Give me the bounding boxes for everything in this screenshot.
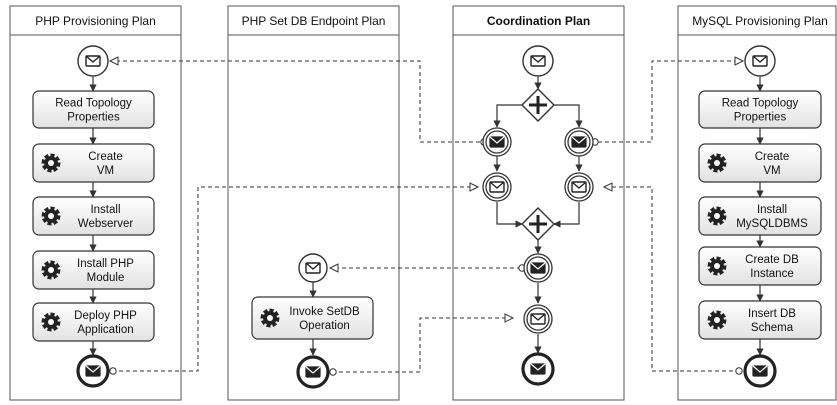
task-label-line2: MySQLDBMS [736, 218, 808, 230]
lane-title-setdb: PHP Set DB Endpoint Plan [242, 14, 386, 28]
php-task-5[interactable]: Deploy PHP Application [32, 302, 155, 342]
gear-icon [707, 206, 727, 226]
coord-send-event-setdb [523, 253, 553, 283]
task-label-line2: Properties [734, 112, 787, 124]
task-label-line2: Module [87, 272, 125, 284]
task-label-line2: Instance [750, 268, 793, 280]
gear-icon [41, 260, 61, 280]
coord-start-event [522, 45, 554, 77]
task-label-line2: VM [763, 165, 780, 177]
gear-icon [260, 308, 280, 328]
php-task-4[interactable]: Install PHP Module [32, 250, 155, 290]
coord-receive-event-left [482, 172, 512, 202]
setdb-start-event [298, 253, 328, 283]
mysql-task-4[interactable]: Create DB Instance [698, 246, 822, 286]
coord-parallel-gateway-join [521, 207, 555, 241]
task-label-line1: Deploy PHP [74, 310, 137, 322]
php-end-event [76, 354, 110, 388]
gear-icon [707, 153, 727, 173]
task-label-line1: Read Topology [55, 98, 132, 110]
lane-title-mysql: MySQL Provisioning Plan [692, 14, 828, 28]
message-flows [118, 60, 738, 373]
task-label-line1: Install [757, 204, 787, 216]
gear-icon [41, 206, 61, 226]
setdb-task-list: Invoke SetDB Operation [251, 296, 374, 340]
task-label-line2: Application [77, 324, 133, 336]
coord-parallel-gateway-split [521, 88, 555, 122]
coord-receive-event-setdb [523, 304, 553, 334]
mysql-end-event [743, 354, 777, 388]
gear-icon [707, 256, 727, 276]
setdb-task-1[interactable]: Invoke SetDB Operation [251, 296, 374, 340]
gear-icon [41, 153, 61, 173]
gear-icon [41, 312, 61, 332]
setdb-end-event [296, 355, 330, 389]
coord-end-event [521, 352, 555, 386]
lane-title-coordination: Coordination Plan [487, 14, 590, 28]
task-label-line2: Webserver [78, 218, 134, 230]
task-label-line2: Schema [751, 322, 794, 334]
coord-send-event-left [482, 127, 512, 157]
task-label-line1: Install [90, 204, 120, 216]
task-label-line2: Operation [299, 320, 350, 332]
lane-title-php: PHP Provisioning Plan [35, 14, 156, 28]
task-label-line2: VM [97, 165, 114, 177]
sequence-flows [89, 77, 764, 356]
coord-send-event-right [564, 127, 594, 157]
task-label-line1: Create [755, 151, 790, 163]
mysql-start-event [744, 45, 776, 77]
php-start-event [77, 45, 109, 77]
task-label-line1: Read Topology [722, 98, 799, 110]
message-flow-ends [108, 56, 745, 376]
task-label-line1: Create DB [745, 254, 799, 266]
task-label-line1: Insert DB [748, 308, 796, 320]
mysql-task-5[interactable]: Insert DB Schema [698, 300, 822, 340]
gear-icon [707, 310, 727, 330]
coord-receive-event-right [564, 172, 594, 202]
task-label-line1: Create [88, 151, 123, 163]
task-label-line1: Install PHP [77, 258, 134, 270]
task-label-line2: Properties [67, 112, 120, 124]
task-label-line1: Invoke SetDB [289, 306, 360, 318]
